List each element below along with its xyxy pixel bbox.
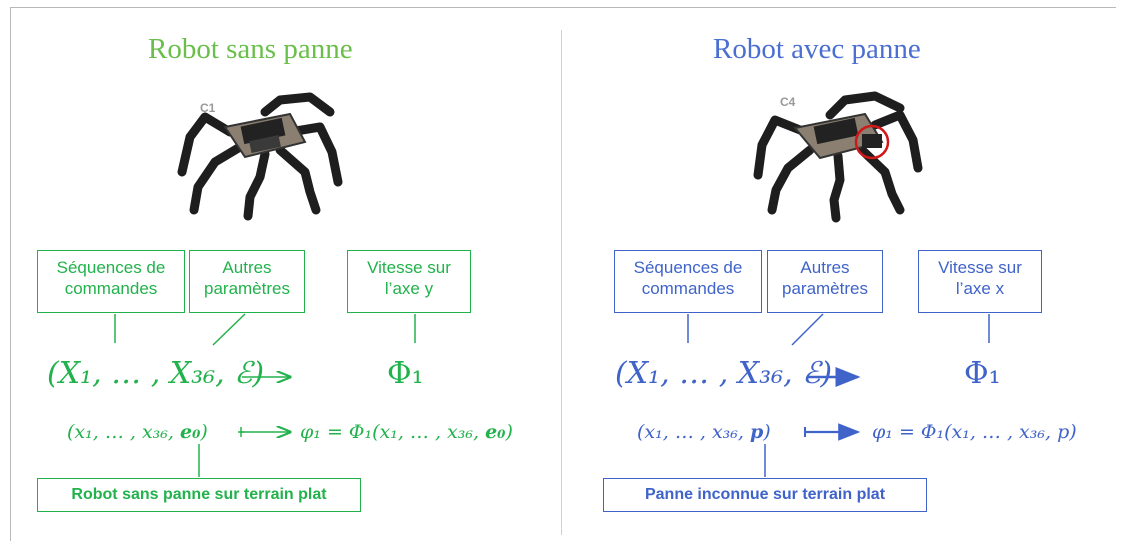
left-small-rhs-pre: φ₁ = Φ₁(x₁, … , x₃₆, bbox=[300, 421, 486, 443]
fault-marker-icon bbox=[854, 124, 890, 160]
right-box-commands-line2: commandes bbox=[641, 279, 735, 298]
left-connector-params bbox=[212, 313, 246, 346]
left-box-commands-line2: commandes bbox=[64, 279, 158, 298]
left-box-commands-line1: Séquences de bbox=[56, 258, 166, 277]
frame-left-border bbox=[10, 7, 11, 541]
left-small-args-pre: (x₁, … , x₃₆, bbox=[67, 421, 180, 443]
left-small-rhs-last: e₀ bbox=[485, 421, 506, 443]
right-small-args: (x₁, … , x₃₆, p) bbox=[637, 421, 771, 443]
left-small-args-post: ) bbox=[200, 421, 208, 443]
frame-top-border bbox=[10, 7, 1116, 8]
right-box-commands-line1: Séquences de bbox=[633, 258, 743, 277]
right-box-commands: Séquences de commandes bbox=[614, 250, 762, 313]
left-robot-tag: C1 bbox=[200, 101, 216, 115]
left-bottom-box: Robot sans panne sur terrain plat bbox=[37, 478, 361, 512]
right-small-args-post: ) bbox=[763, 421, 771, 443]
right-small-rhs: φ₁ = Φ₁(x₁, … , x₃₆, p) bbox=[872, 421, 1077, 443]
right-robot-tag: C4 bbox=[780, 95, 796, 109]
panel-divider bbox=[561, 30, 562, 535]
right-box-speed-line2: l’axe x bbox=[955, 279, 1005, 298]
left-big-args: (X₁, … , X₃₆, ℰ) bbox=[47, 356, 265, 391]
left-small-last: e₀ bbox=[179, 421, 201, 443]
right-box-params-line2: paramètres bbox=[782, 279, 868, 298]
left-big-phi: Φ₁ bbox=[387, 356, 424, 391]
right-small-rhs-post: p) bbox=[1057, 421, 1077, 443]
right-box-speed: Vitesse sur l’axe x bbox=[918, 250, 1042, 313]
right-robot-image: C4 bbox=[753, 91, 923, 223]
right-big-args: (X₁, … , X₃₆, ℰ) bbox=[615, 356, 833, 391]
right-small-rhs-pre: φ₁ = Φ₁(x₁, … , x₃₆, bbox=[872, 421, 1058, 443]
left-box-params-line2: paramètres bbox=[204, 279, 290, 298]
left-title: Robot sans panne bbox=[148, 33, 353, 65]
right-box-speed-line1: Vitesse sur bbox=[938, 258, 1022, 277]
right-box-params-line1: Autres bbox=[800, 258, 850, 277]
right-bottom-box: Panne inconnue sur terrain plat bbox=[603, 478, 927, 512]
right-box-params: Autres paramètres bbox=[767, 250, 883, 313]
left-box-commands: Séquences de commandes bbox=[37, 250, 185, 313]
left-box-speed: Vitesse sur l’axe y bbox=[347, 250, 471, 313]
left-small-rhs: φ₁ = Φ₁(x₁, … , x₃₆, e₀) bbox=[300, 421, 513, 443]
left-box-params-line1: Autres bbox=[222, 258, 272, 277]
right-connector-params bbox=[791, 313, 824, 346]
right-small-last: p bbox=[749, 421, 764, 443]
left-box-params: Autres paramètres bbox=[189, 250, 305, 313]
left-box-speed-line1: Vitesse sur bbox=[367, 258, 451, 277]
right-big-phi: Φ₁ bbox=[964, 356, 1001, 391]
left-small-rhs-post: ) bbox=[505, 421, 513, 443]
right-small-args-pre: (x₁, … , x₃₆, bbox=[637, 421, 750, 443]
left-robot-image: C1 bbox=[177, 92, 343, 221]
left-box-speed-line2: l’axe y bbox=[384, 279, 434, 298]
left-small-args: (x₁, … , x₃₆, e₀) bbox=[67, 421, 208, 443]
right-title: Robot avec panne bbox=[713, 33, 921, 65]
